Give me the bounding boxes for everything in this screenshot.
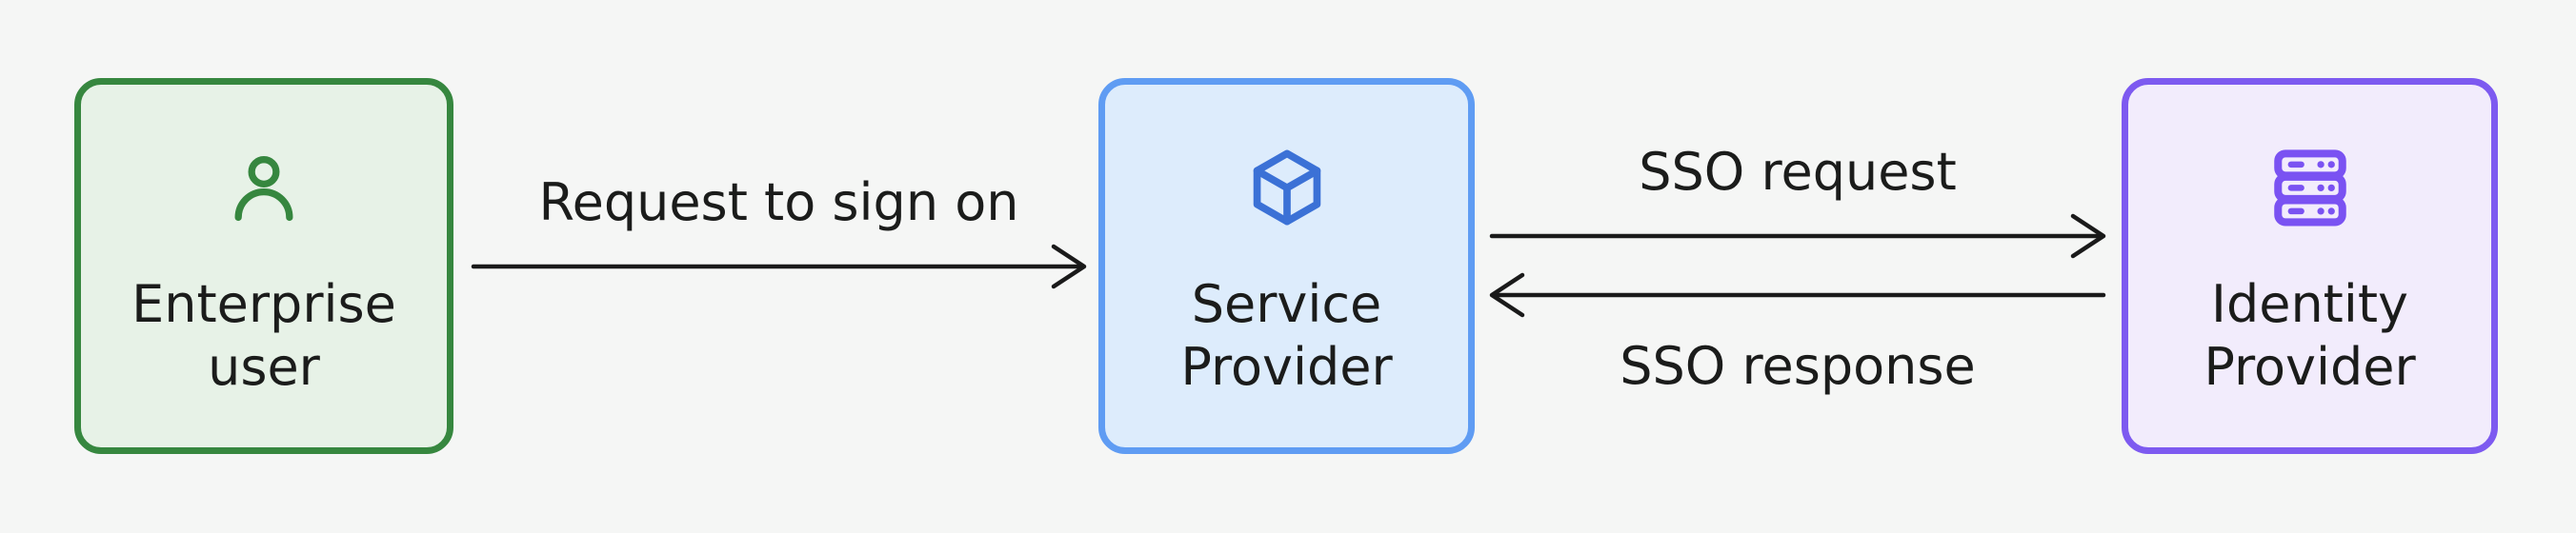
cube-icon	[1243, 144, 1331, 231]
arrowhead-left-icon	[1489, 272, 1525, 318]
node-service-provider: Service Provider	[1098, 78, 1475, 454]
user-icon	[220, 144, 308, 231]
arrow-label-sso-response: SSO response	[1620, 336, 1976, 396]
arrow-sso-response	[1489, 272, 2106, 318]
arrow-label-sso-request: SSO request	[1639, 142, 1957, 202]
node-label-enterprise-user: Enterprise user	[131, 274, 396, 397]
arrow-label-request-to-sign-on: Request to sign on	[538, 172, 1019, 232]
node-label-identity-provider: Identity Provider	[2204, 274, 2416, 397]
arrowhead-right-icon	[2070, 213, 2106, 259]
server-icon	[2266, 144, 2354, 231]
arrow-request-to-sign-on	[471, 244, 1087, 289]
arrow-sso-request	[1489, 213, 2106, 259]
node-enterprise-user: Enterprise user	[74, 78, 453, 454]
node-identity-provider: Identity Provider	[2122, 78, 2498, 454]
node-label-service-provider: Service Provider	[1180, 274, 1393, 397]
arrowhead-right-icon	[1051, 244, 1087, 289]
